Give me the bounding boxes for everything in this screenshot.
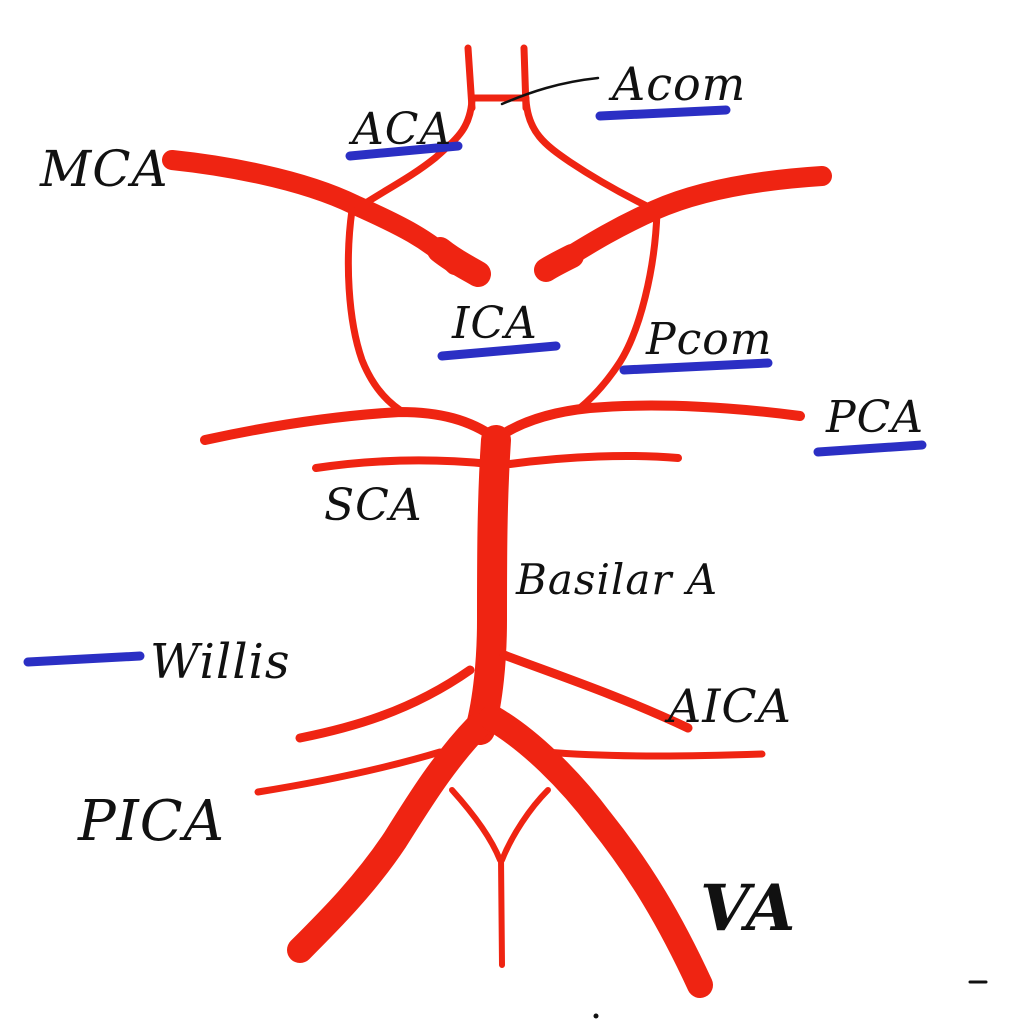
mca-label: MCA bbox=[39, 140, 169, 198]
aica-label: AICA bbox=[664, 679, 792, 733]
va-label: VA bbox=[700, 871, 796, 946]
pcom-label: Pcom bbox=[645, 314, 772, 365]
right-sca-vessel bbox=[506, 452, 682, 468]
acom-label: Acom bbox=[608, 57, 746, 111]
right-aica-vessel bbox=[499, 650, 693, 733]
left-pcom-vessel bbox=[344, 206, 404, 414]
left-mca-vessel bbox=[162, 150, 465, 275]
right-aca-vessel bbox=[522, 96, 659, 214]
labels: Acom ACA MCA ICA Pcom PCA SCA Basilar A … bbox=[39, 57, 924, 946]
stray-dot bbox=[593, 1013, 599, 1019]
left-pica-vessel bbox=[254, 748, 444, 796]
left-sca-vessel bbox=[312, 456, 494, 472]
left-pca-vessel bbox=[200, 407, 500, 445]
aca-label: ACA bbox=[348, 104, 452, 155]
right-pica-vessel bbox=[541, 748, 766, 760]
pcom-underline bbox=[619, 358, 773, 375]
artery-network bbox=[162, 44, 832, 998]
ica-label: ICA bbox=[451, 298, 538, 349]
sca-label: SCA bbox=[324, 480, 423, 531]
left-ica-stump bbox=[427, 237, 491, 287]
pica-label: PICA bbox=[77, 789, 225, 854]
right-ica-stump bbox=[534, 244, 584, 282]
acom-underline bbox=[595, 105, 731, 121]
left-anterior-spinal-branch bbox=[449, 787, 503, 863]
left-vertebral-artery-vessel bbox=[287, 713, 491, 963]
right-pcom-vessel bbox=[576, 208, 661, 412]
left-aica-vessel bbox=[295, 665, 475, 743]
right-vertebral-artery-vessel bbox=[479, 705, 713, 998]
left-aca-vessel bbox=[354, 96, 476, 212]
acom-pointer-line bbox=[500, 76, 600, 106]
right-pca-vessel bbox=[492, 400, 805, 443]
willis-label: Willis bbox=[150, 634, 291, 690]
ica-underline bbox=[437, 341, 561, 361]
pca-label: PCA bbox=[825, 392, 924, 443]
basilar-label: Basilar A bbox=[515, 555, 718, 604]
willis-underlines bbox=[23, 105, 927, 667]
basilar-artery-vessel bbox=[465, 425, 511, 745]
right-mca-vessel bbox=[545, 166, 832, 275]
right-anterior-spinal-branch bbox=[499, 787, 551, 863]
anterior-spinal-artery-vessel bbox=[498, 855, 505, 968]
willis-legend-marker bbox=[23, 651, 145, 667]
aca-underline bbox=[345, 141, 463, 161]
pca-underline bbox=[813, 440, 927, 457]
